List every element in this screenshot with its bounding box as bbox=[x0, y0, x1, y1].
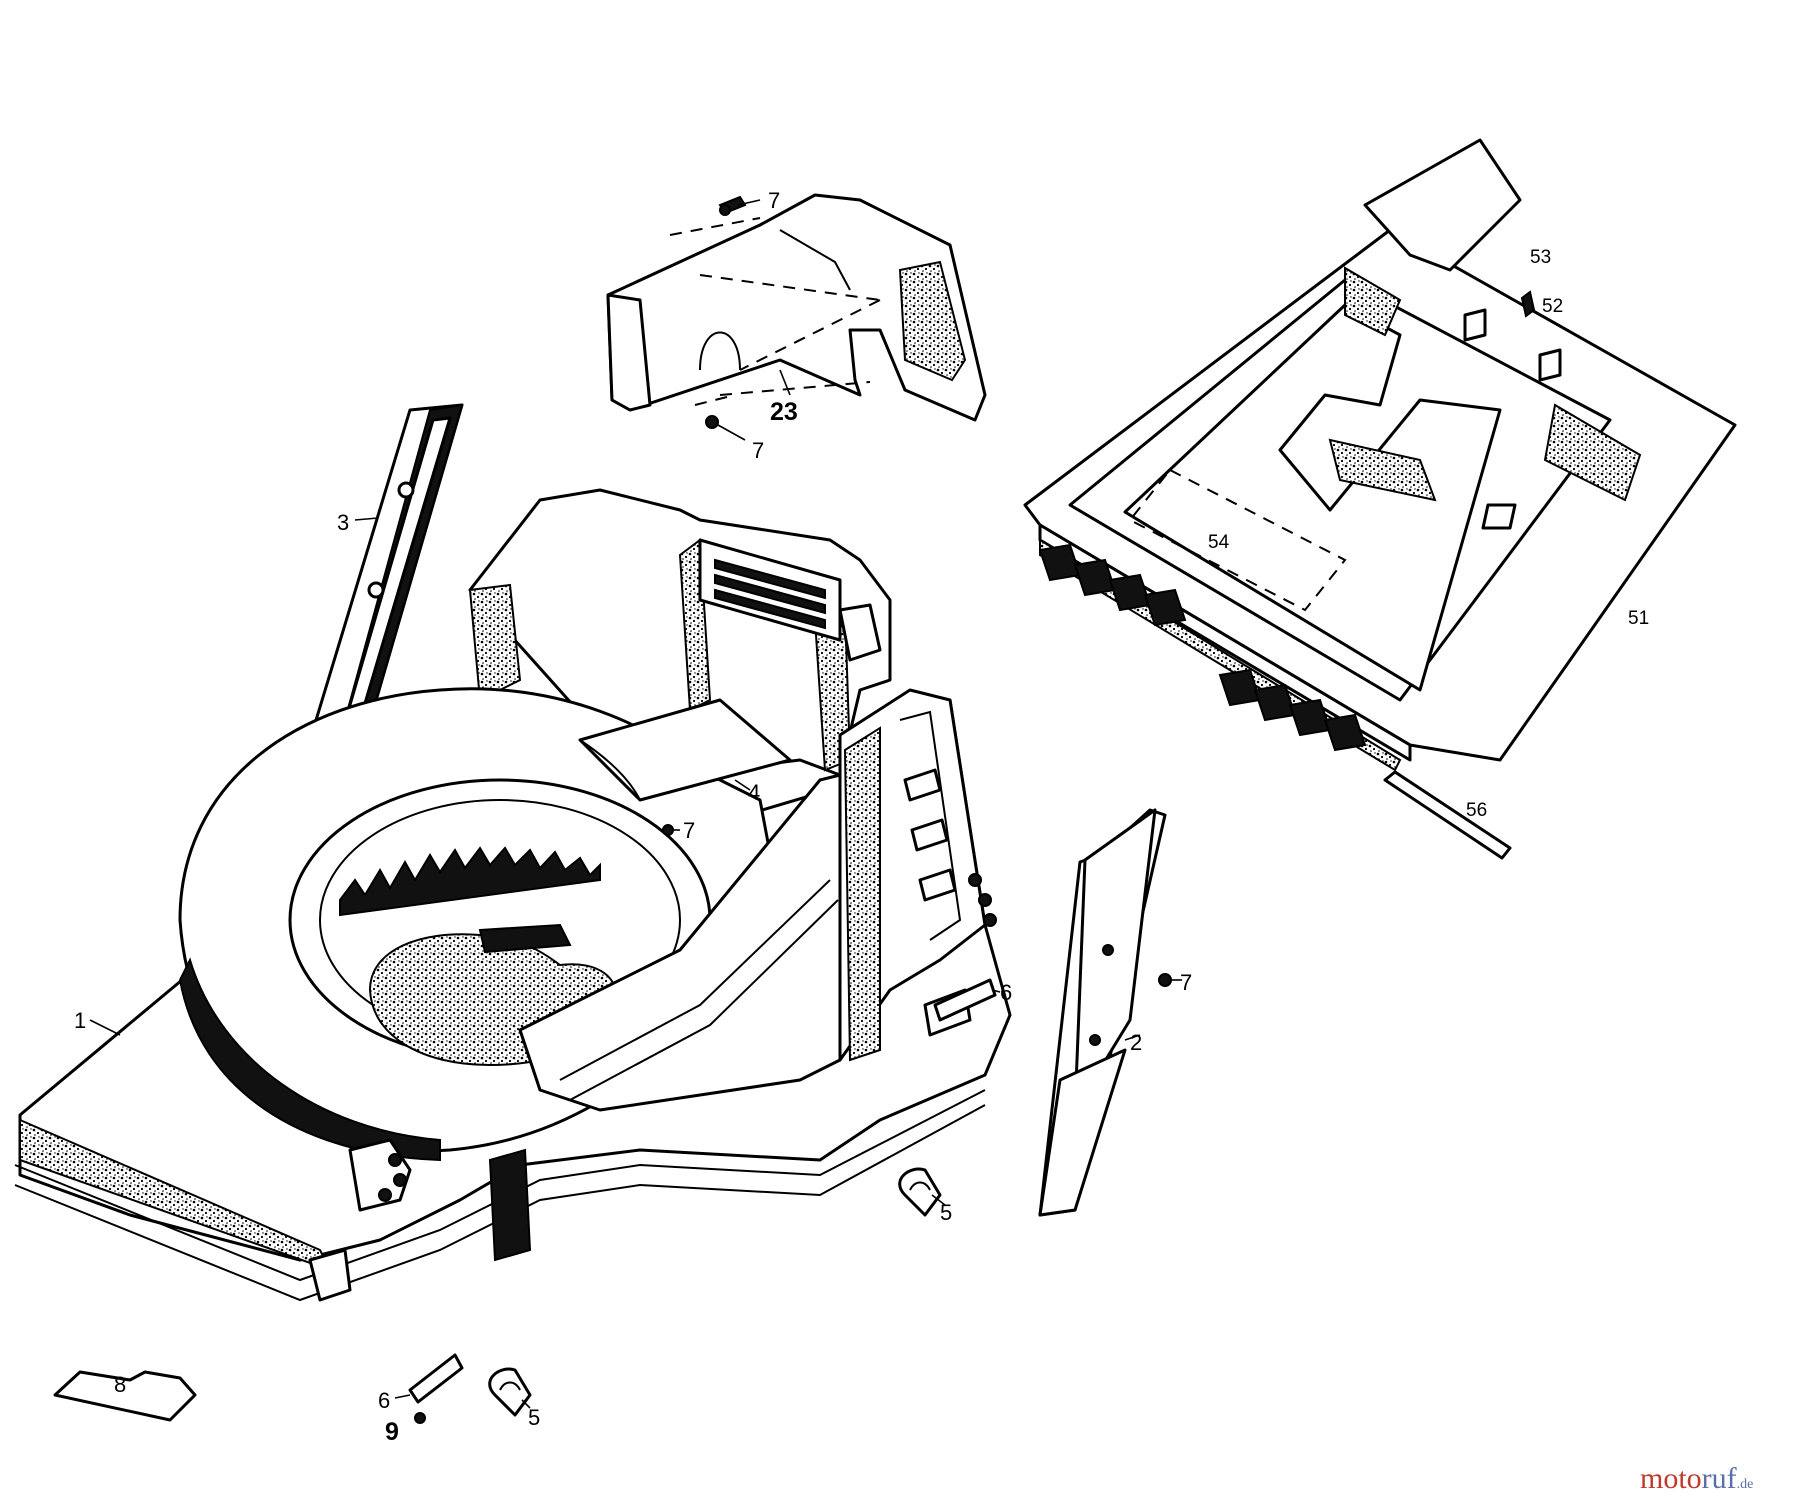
part-9-screw bbox=[414, 1412, 426, 1424]
callout-52: 52 bbox=[1542, 296, 1563, 317]
callout-56: 56 bbox=[1466, 800, 1487, 821]
callout-6-left: 6 bbox=[378, 1388, 390, 1413]
part-51-catcher-lid bbox=[1023, 228, 1737, 772]
callout-labels: 1 2 3 4 5 5 6 6 7 7 7 7 8 9 23 51 52 53 … bbox=[74, 188, 1649, 1446]
callout-7-top: 7 bbox=[768, 188, 780, 213]
callout-23: 23 bbox=[770, 398, 798, 426]
part-5-clip-right bbox=[898, 1167, 942, 1217]
callout-2: 2 bbox=[1130, 1030, 1142, 1055]
leader-lines bbox=[89, 199, 1182, 1409]
callout-7-deck: 7 bbox=[683, 818, 695, 843]
callout-4: 4 bbox=[748, 780, 760, 805]
callout-7-strip: 7 bbox=[1180, 970, 1192, 995]
callout-8: 8 bbox=[114, 1372, 126, 1397]
callout-3: 3 bbox=[337, 510, 349, 535]
callout-5-left: 5 bbox=[528, 1405, 540, 1430]
part-6-bracket-right bbox=[933, 978, 997, 1022]
part-3-side-bar bbox=[308, 403, 464, 742]
part-6-bracket-left bbox=[408, 1353, 464, 1404]
part-56-hinge-rod bbox=[1383, 770, 1512, 860]
callout-51: 51 bbox=[1628, 608, 1649, 629]
watermark-part1: moto bbox=[1640, 1462, 1702, 1495]
callout-7-cover: 7 bbox=[752, 438, 764, 463]
part-5-clip-left bbox=[488, 1367, 532, 1417]
callout-54: 54 bbox=[1208, 532, 1230, 553]
watermark-part3: .de bbox=[1736, 1477, 1754, 1492]
callout-53: 53 bbox=[1530, 247, 1551, 268]
watermark-part2: ruf bbox=[1701, 1462, 1737, 1495]
callout-6-right: 6 bbox=[1000, 980, 1012, 1005]
callout-5-right: 5 bbox=[940, 1200, 952, 1225]
part-8-guard-plate bbox=[53, 1370, 197, 1422]
callout-9: 9 bbox=[385, 1418, 399, 1446]
part-52-screw bbox=[1520, 290, 1536, 318]
site-watermark: motoruf.de bbox=[1640, 1462, 1753, 1496]
part-1-mower-deck bbox=[14, 488, 1012, 1302]
part-2-side-strip bbox=[1038, 808, 1167, 1217]
part-7-screws bbox=[662, 195, 1172, 987]
callout-1: 1 bbox=[74, 1008, 86, 1033]
part-23-rear-cover bbox=[606, 193, 987, 422]
part-53-small-cover bbox=[1363, 138, 1522, 272]
